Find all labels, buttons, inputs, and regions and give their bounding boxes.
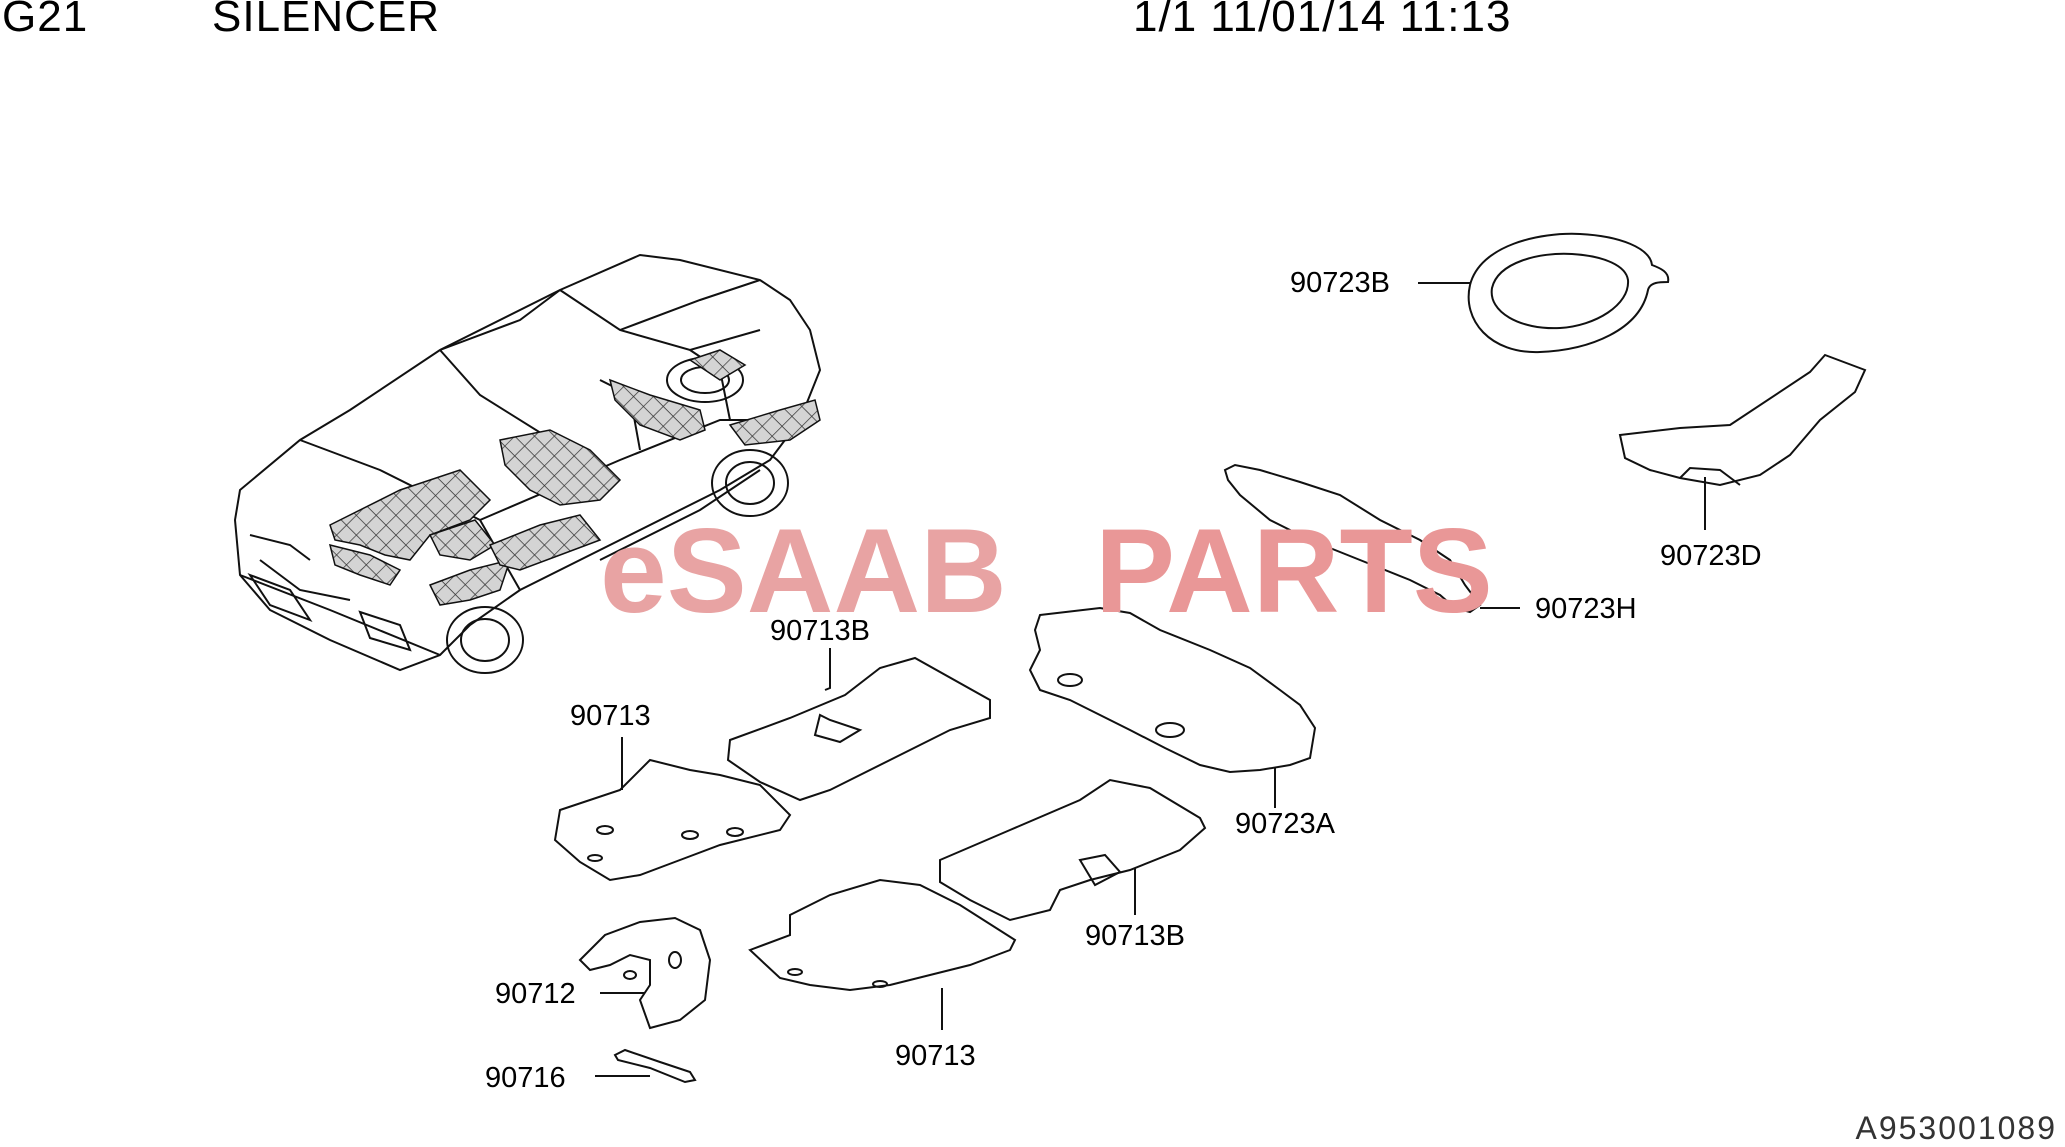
callout-90713B-upper: 90713B [770, 615, 870, 647]
part-90723B-ring [1467, 232, 1670, 354]
car-silencer-mesh-areas [328, 349, 821, 606]
part-90713-left [553, 758, 792, 882]
part-90723A [1028, 606, 1317, 774]
part-90723H [1223, 463, 1482, 614]
part-90713B-upper [726, 656, 991, 802]
part-90713B-lower [939, 778, 1207, 922]
callout-90716: 90716 [485, 1062, 566, 1094]
watermark-prefix: eSAAB [600, 504, 1007, 638]
reference-number: A953001089 [1855, 1110, 2057, 1146]
callout-90723A: 90723A [1235, 808, 1336, 840]
diagram-title: SILENCER [212, 0, 441, 41]
callout-90723B: 90723B [1290, 267, 1390, 299]
callout-90723H: 90723H [1535, 593, 1637, 625]
car-overview-illustration [233, 253, 822, 674]
part-90716-strip [613, 1048, 697, 1084]
page-date-info: 1/1 11/01/14 11:13 [1133, 0, 1512, 41]
callout-90723D: 90723D [1660, 540, 1762, 572]
watermark-suffix: PARTS [1095, 504, 1493, 638]
part-90712-wheel-arch [578, 916, 712, 1030]
callout-90713-left: 90713 [570, 700, 651, 732]
leader-lines [595, 282, 1706, 1077]
callout-90713B-lower: 90713B [1085, 920, 1185, 952]
esaabparts-watermark: eSAAB PARTS [600, 504, 1493, 638]
callout-90712: 90712 [495, 978, 576, 1010]
diagram-code: G21 [2, 0, 89, 41]
part-90723D [1618, 353, 1867, 487]
part-90713-lower [748, 878, 1017, 992]
callout-90713-lower: 90713 [895, 1040, 976, 1072]
